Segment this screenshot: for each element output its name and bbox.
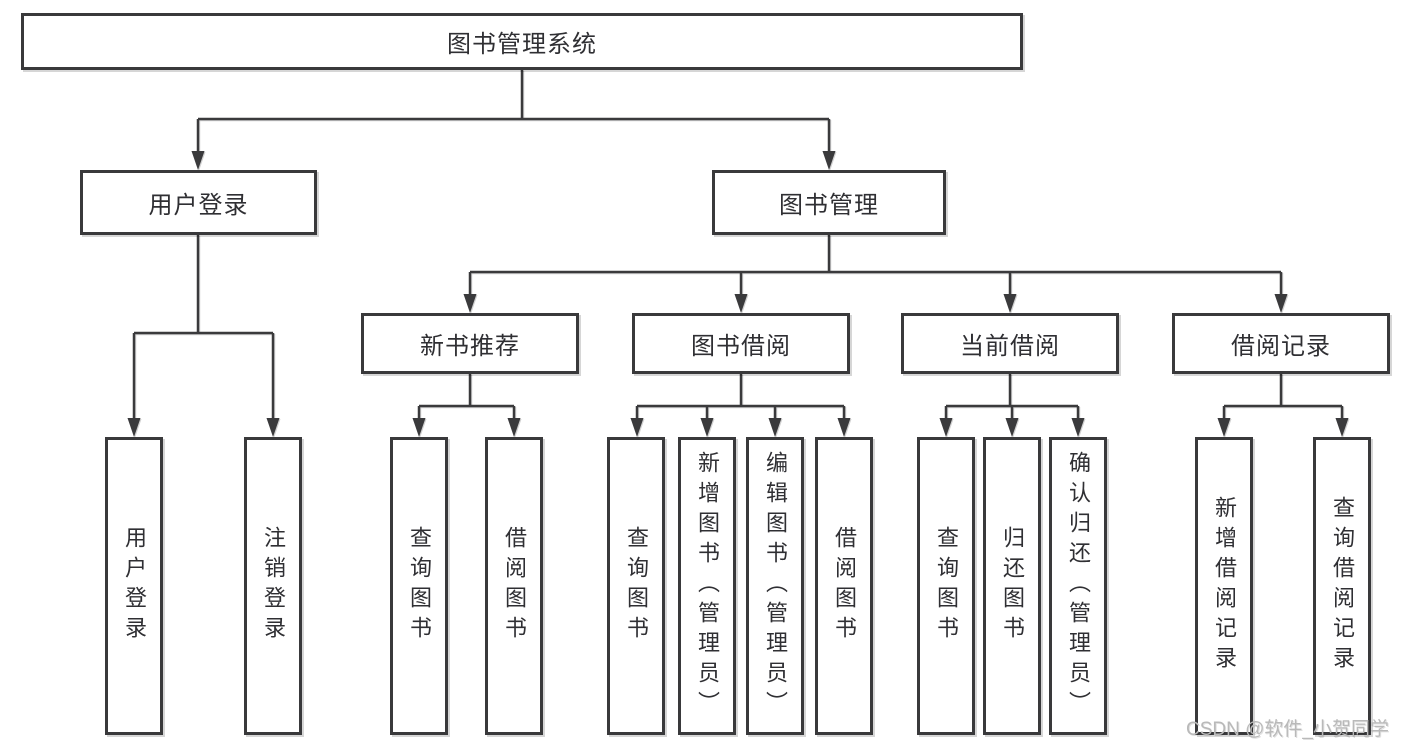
node-user-login-leaf: 用户登录 <box>105 437 163 735</box>
node-new-book-recommendation: 新书推荐 <box>361 313 579 374</box>
node-book-management: 图书管理 <box>712 170 946 235</box>
node-label: 编辑图书（管理员） <box>763 451 788 721</box>
node-borrowing-records: 借阅记录 <box>1172 313 1390 374</box>
node-label: 新增借阅记录 <box>1212 496 1237 676</box>
node-library-management-system: 图书管理系统 <box>21 13 1023 70</box>
node-edit-book-admin: 编辑图书（管理员） <box>746 437 804 735</box>
connector-borrow-group <box>635 374 846 419</box>
node-logout: 注销登录 <box>244 437 302 735</box>
node-label: 借阅图书 <box>502 526 527 646</box>
connector-login-group <box>132 235 275 419</box>
node-return-book: 归还图书 <box>983 437 1041 735</box>
connector-recommend-group <box>417 374 516 419</box>
node-query-books-borrow: 查询图书 <box>607 437 665 735</box>
node-label: 图书管理系统 <box>447 31 597 58</box>
node-current-borrowing: 当前借阅 <box>901 313 1119 374</box>
node-query-books-recommend: 查询图书 <box>390 437 448 735</box>
node-borrow-books-recommend: 借阅图书 <box>485 437 543 735</box>
connector-root-stem <box>196 70 831 152</box>
node-book-borrowing: 图书借阅 <box>632 313 850 374</box>
node-borrow-books-leaf: 借阅图书 <box>815 437 873 735</box>
connector-current-group <box>944 374 1080 419</box>
node-label: 图书借阅 <box>691 333 791 360</box>
node-label: 用户登录 <box>148 192 249 219</box>
node-user-login: 用户登录 <box>80 170 317 235</box>
node-label: 借阅记录 <box>1231 333 1331 360</box>
node-label: 注销登录 <box>261 526 286 646</box>
arrowheads <box>127 151 1349 437</box>
node-label: 归还图书 <box>1000 526 1025 646</box>
connector-mgmt-group <box>468 235 1283 295</box>
node-label: 用户登录 <box>122 526 147 646</box>
node-add-borrow-record: 新增借阅记录 <box>1195 437 1253 735</box>
node-label: 图书管理 <box>779 192 879 219</box>
node-label: 查询图书 <box>934 526 959 646</box>
node-add-book-admin: 新增图书（管理员） <box>678 437 736 735</box>
node-label: 当前借阅 <box>960 333 1060 360</box>
node-label: 借阅图书 <box>832 526 857 646</box>
csdn-watermark: CSDN @软件_小贺同学 <box>1186 719 1389 740</box>
node-query-books-current: 查询图书 <box>917 437 975 735</box>
node-label: 查询借阅记录 <box>1330 496 1355 676</box>
node-label: 新书推荐 <box>420 333 520 360</box>
node-label: 新增图书（管理员） <box>695 451 720 721</box>
node-label: 查询图书 <box>624 526 649 646</box>
node-label: 查询图书 <box>407 526 432 646</box>
node-label: 确认归还（管理员） <box>1066 451 1091 721</box>
node-query-borrow-record: 查询借阅记录 <box>1313 437 1371 735</box>
node-confirm-return-admin: 确认归还（管理员） <box>1049 437 1107 735</box>
connector-records-group <box>1222 374 1344 419</box>
